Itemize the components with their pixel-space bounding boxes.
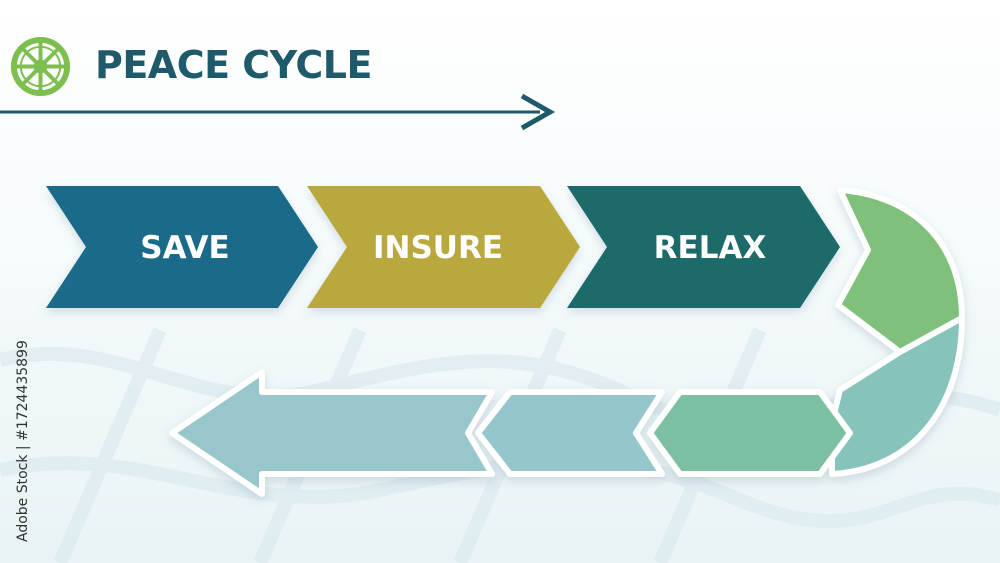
step-relax-shape (567, 186, 840, 308)
wheel-icon (10, 36, 71, 97)
step-label-save: SAVE (140, 230, 229, 266)
step-label-insure: INSURE (373, 230, 503, 266)
return-arrow (169, 369, 495, 497)
page-title: PEACE CYCLE (95, 43, 372, 87)
stock-id-text: Adobe Stock | #1724435899 (15, 340, 31, 542)
step-label-relax: RELAX (654, 230, 767, 266)
return-segment-1 (647, 389, 853, 477)
arrow-right-icon (0, 93, 556, 131)
step-insure-shape (307, 186, 580, 308)
step-save-shape (46, 186, 318, 308)
return-segment-2 (475, 389, 665, 477)
stock-id-watermark: Adobe Stock | #1724435899 (15, 340, 31, 542)
